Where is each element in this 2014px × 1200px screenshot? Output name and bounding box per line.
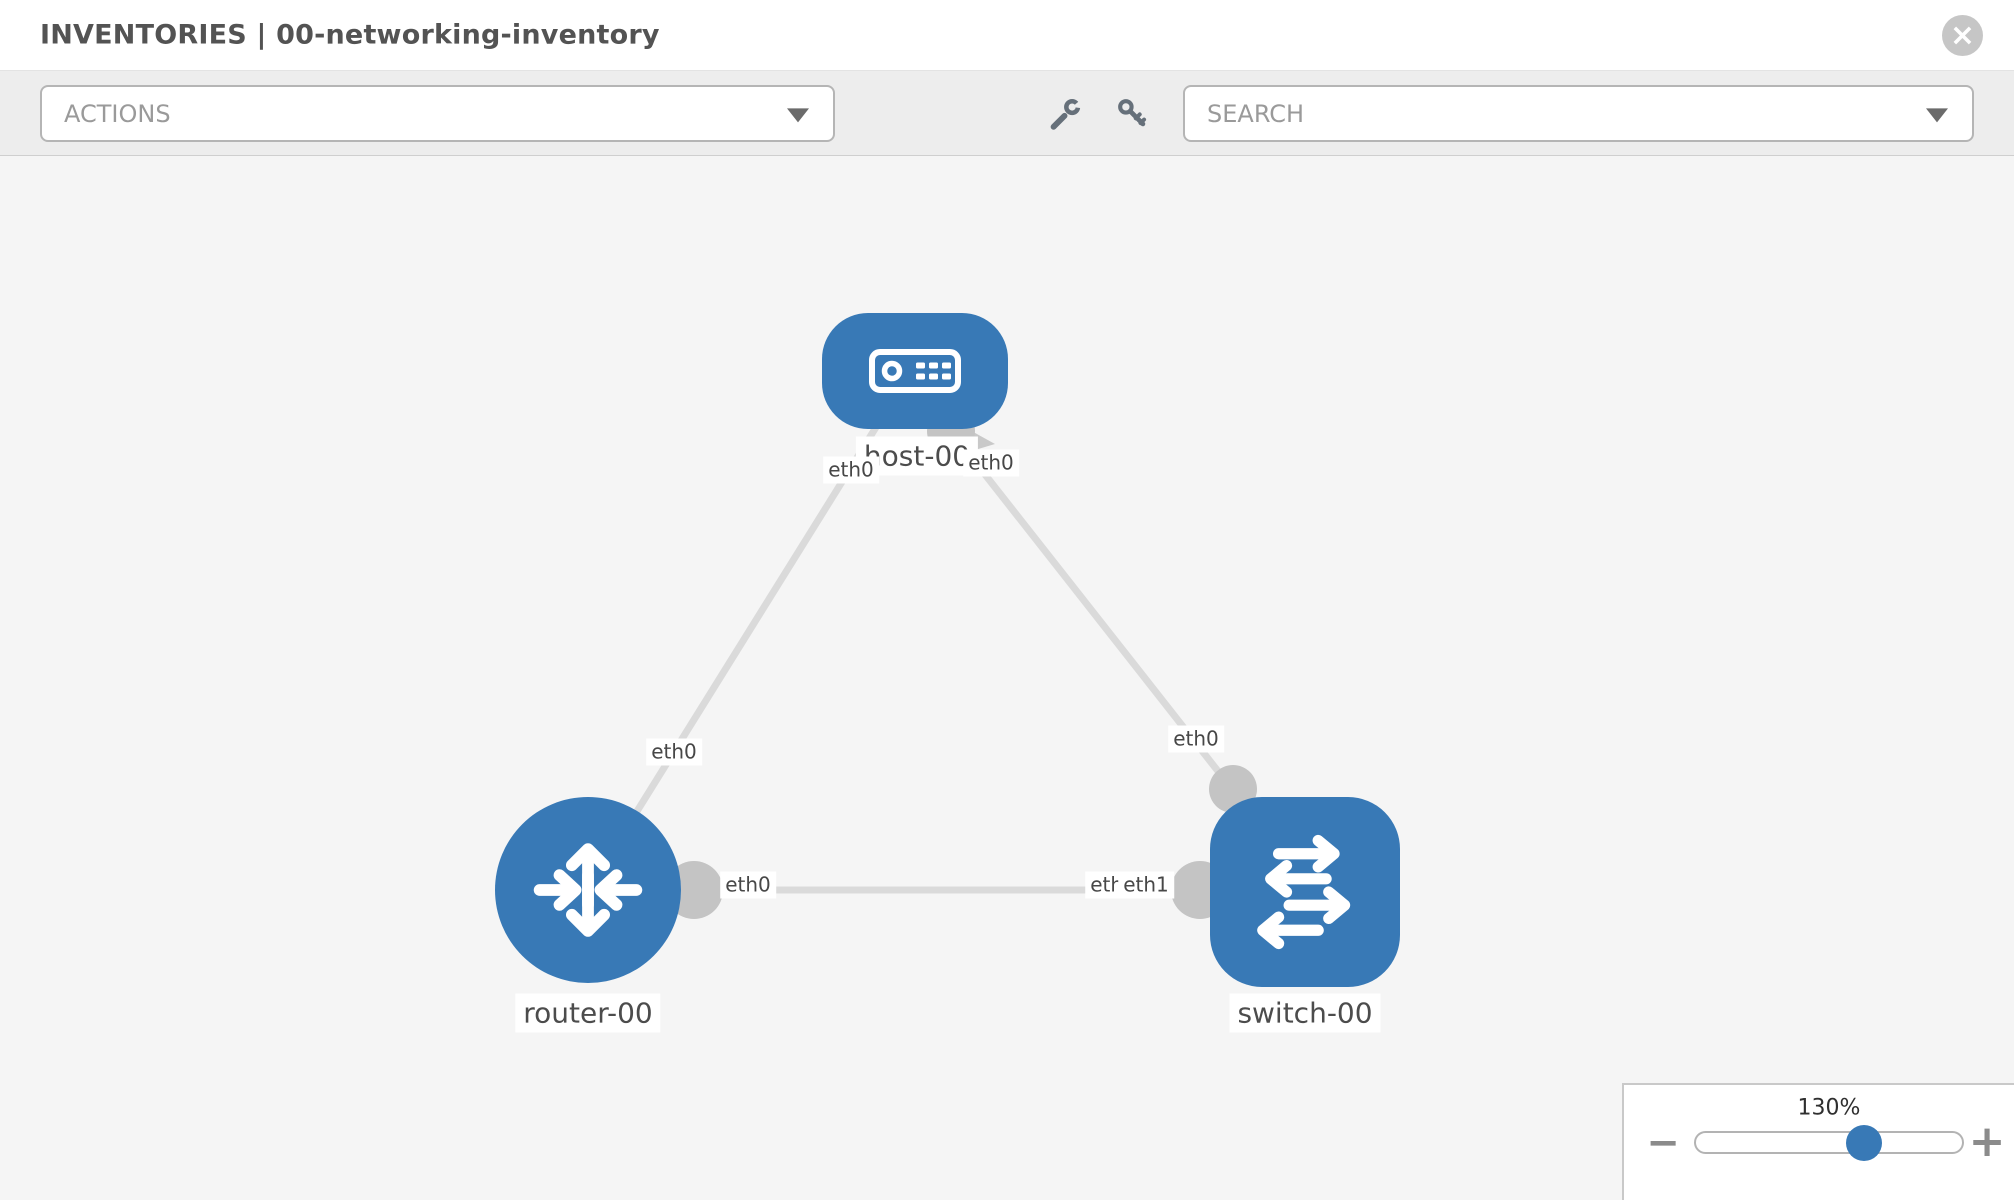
zoom-slider-knob[interactable] [1846,1125,1882,1161]
header-bar: INVENTORIES | 00-networking-inventory × [0,0,2014,71]
zoom-out-button[interactable]: − [1646,1120,1680,1166]
toolbar: ACTIONS SEARCH [0,71,2014,156]
actions-dropdown[interactable]: ACTIONS [40,85,835,142]
chevron-down-icon [787,107,809,122]
node-switch-00[interactable] [1210,797,1400,987]
links-layer [585,407,1305,919]
node-router-00[interactable] [495,797,681,983]
switch-icon [1257,834,1351,950]
search-input[interactable]: SEARCH [1183,85,1974,142]
router-icon [533,843,643,937]
node-label-router: router-00 [515,993,661,1033]
page-title: INVENTORIES | 00-networking-inventory [40,19,660,51]
host-icon [869,349,961,393]
iface-label-router-eth0: eth0 [720,871,776,899]
iface-label-switch-eth1: eth1 [1118,871,1174,899]
close-icon[interactable]: × [1942,15,1983,56]
topology-canvas[interactable]: host-00 router-00 switch-00 eth0 eth0 et… [0,156,2014,1200]
chevron-down-icon [1926,107,1948,122]
zoom-level-value: 130% [1797,1095,1861,1121]
zoom-slider-track[interactable] [1694,1131,1964,1154]
iface-label-switch-eth0-up: eth0 [1168,725,1224,753]
wrench-icon[interactable] [1046,95,1084,133]
zoom-panel: 130% − + [1622,1083,2014,1200]
search-placeholder: SEARCH [1207,99,1305,128]
node-host-00[interactable] [822,313,1008,429]
key-icon[interactable] [1114,95,1152,133]
actions-dropdown-label: ACTIONS [64,99,171,128]
iface-label-host-eth0-left: eth0 [823,456,879,484]
zoom-in-button[interactable]: + [1968,1116,2006,1167]
iface-label-host-eth0-right: eth0 [963,449,1019,477]
node-label-switch: switch-00 [1229,993,1381,1033]
iface-label-router-eth0-up: eth0 [646,738,702,766]
